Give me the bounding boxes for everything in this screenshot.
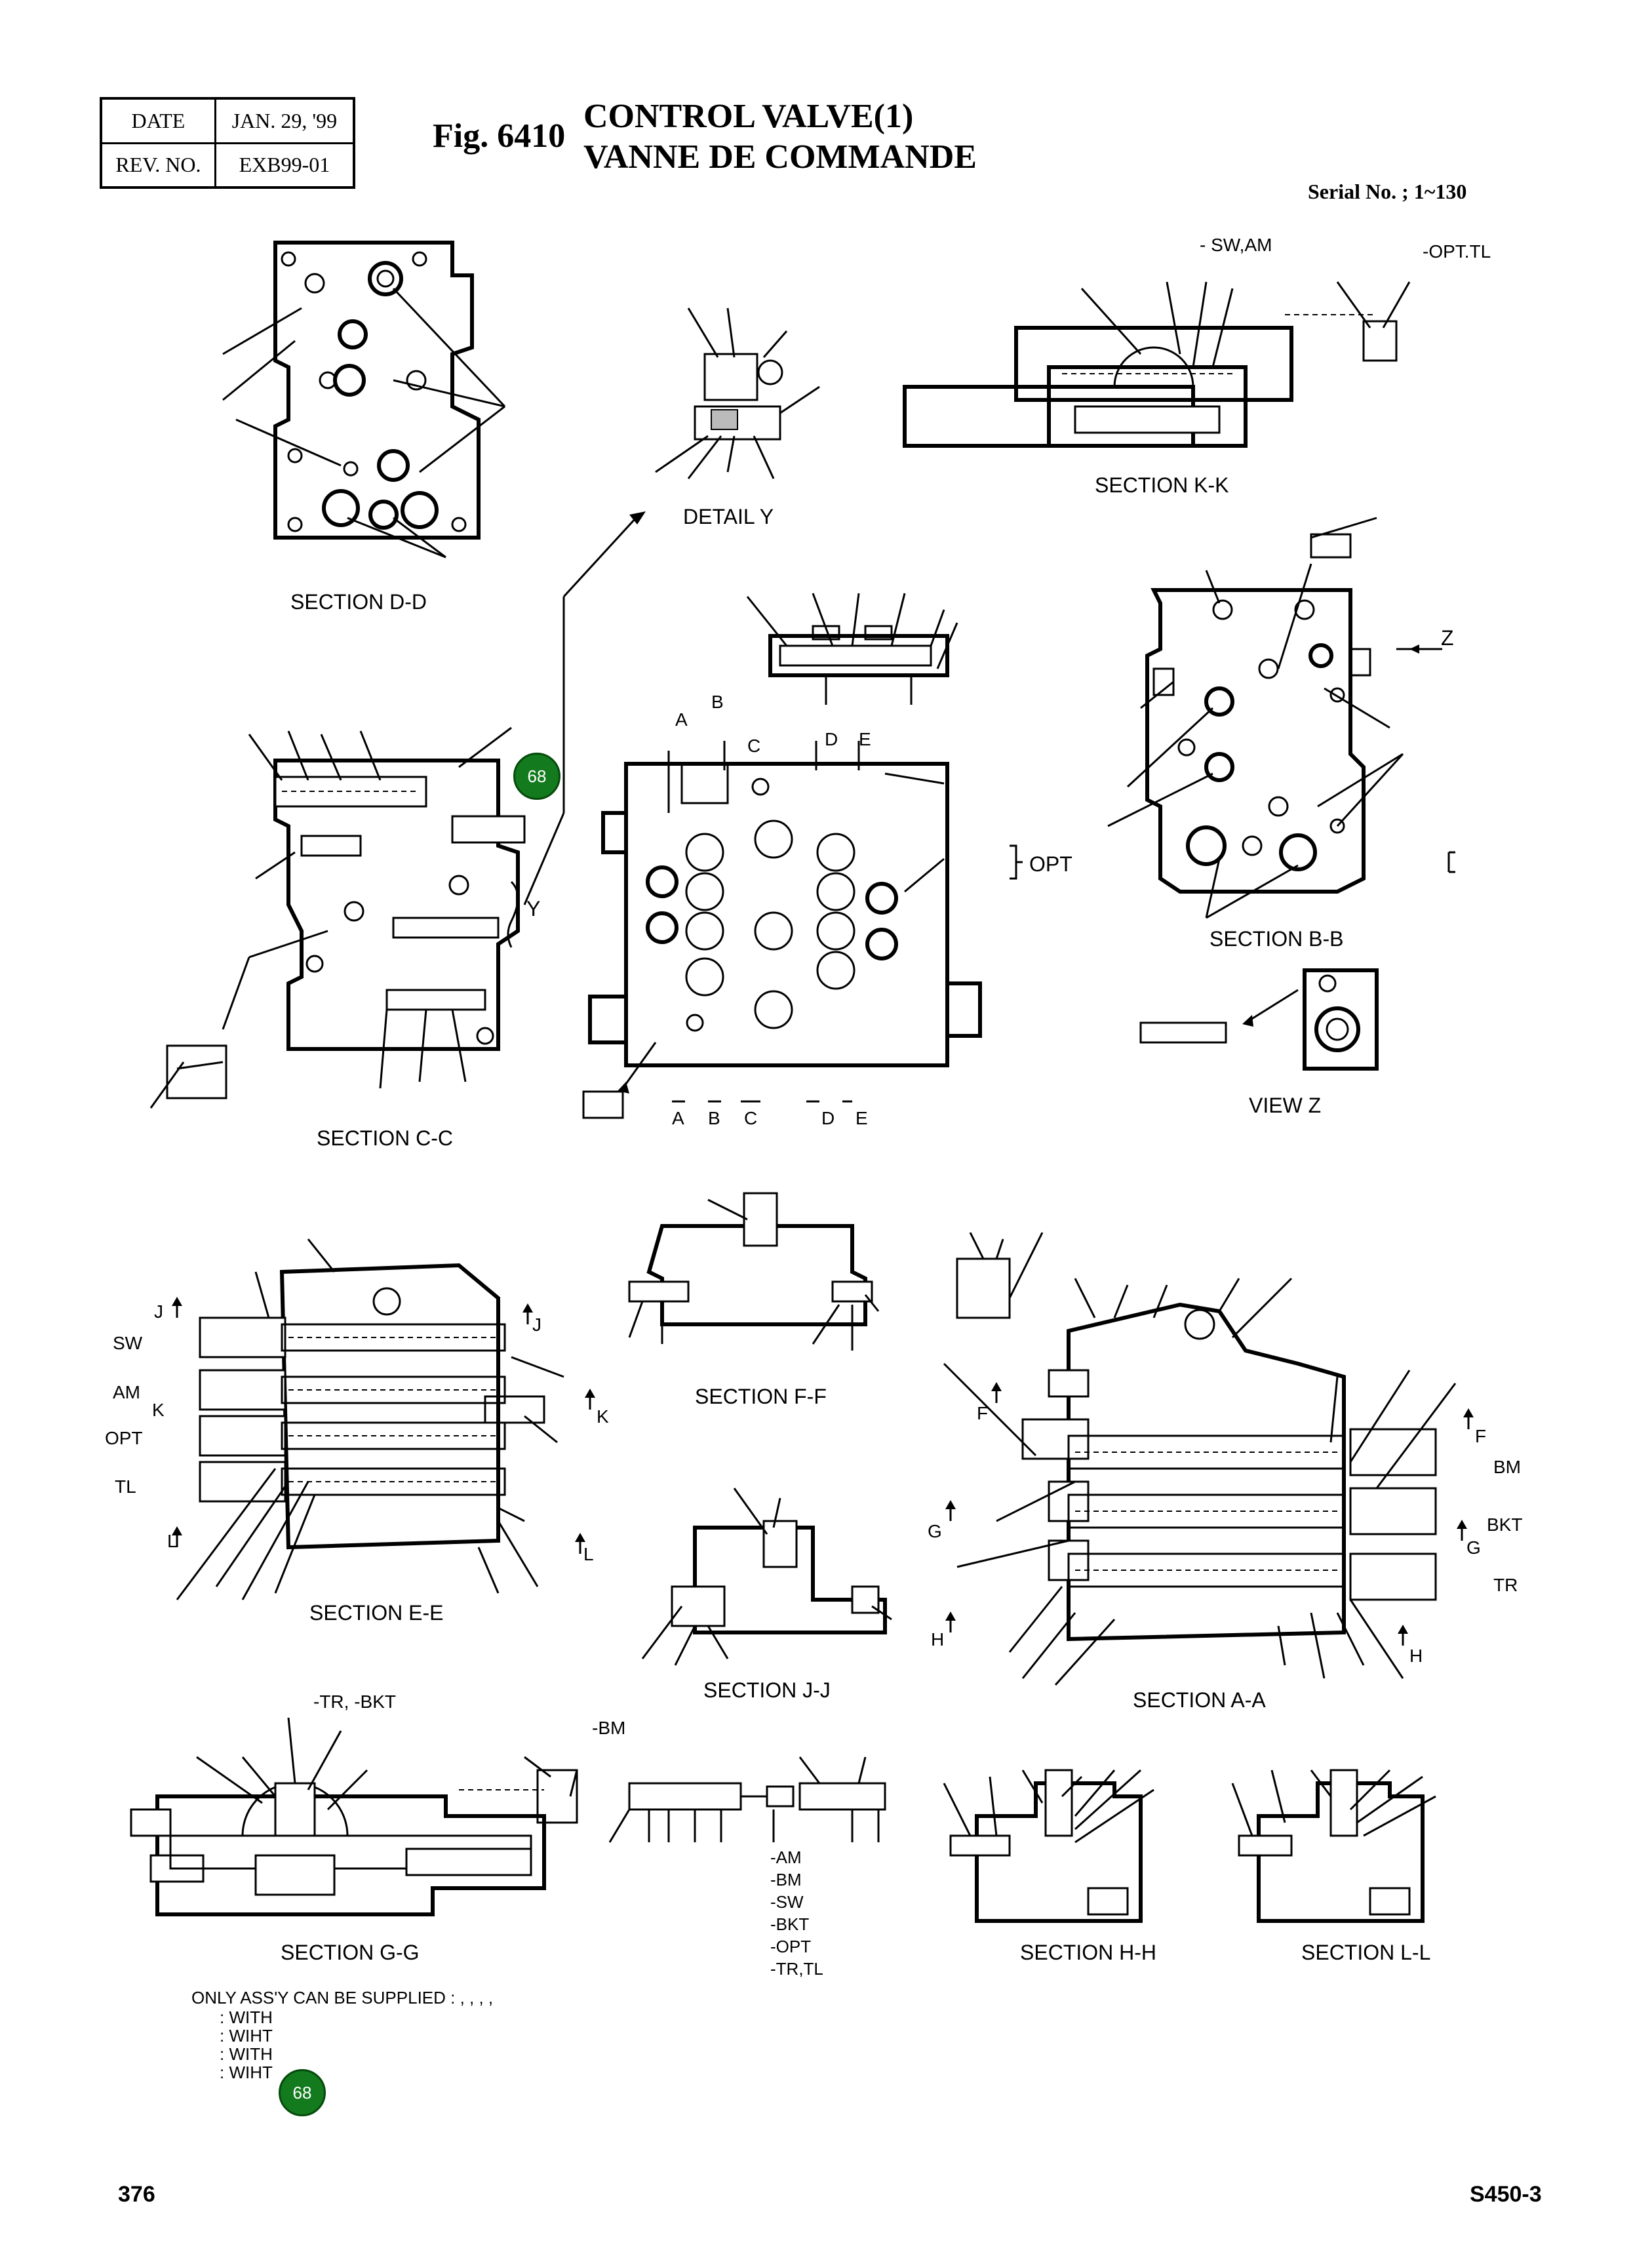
- section-hh-label: SECTION H-H: [1020, 1941, 1156, 1964]
- section-ff-drawing: [628, 1192, 880, 1351]
- z-marker: Z: [1441, 626, 1454, 650]
- section-dd-drawing: [222, 241, 506, 559]
- g-arrow-left: G: [928, 1521, 942, 1541]
- section-dd-label: SECTION D-D: [290, 590, 427, 614]
- k-arrow-right: K: [597, 1406, 609, 1427]
- detail-y-drawing: [655, 307, 820, 479]
- opt-spool-label: OPT: [105, 1428, 143, 1448]
- section-ee-drawing: [176, 1238, 564, 1600]
- variant-bm: -BM: [770, 1870, 802, 1889]
- cut-d-top: D: [825, 729, 838, 749]
- section-kk-label: SECTION K-K: [1095, 473, 1229, 497]
- cut-a-top: A: [675, 709, 688, 730]
- section-jj-label: SECTION J-J: [703, 1678, 831, 1702]
- cut-b-top: B: [711, 692, 724, 712]
- main-valve-body-drawing: [582, 741, 1023, 1119]
- figure-title-en: CONTROL VALVE(1): [583, 98, 914, 135]
- revision-table: DATE JAN. 29, '99 REV. NO. EXB99-01: [100, 97, 355, 189]
- cartridge-assembly-drawing: [608, 1756, 886, 1843]
- section-gg-label: SECTION G-G: [281, 1941, 420, 1964]
- cut-b-bottom: B: [708, 1108, 720, 1128]
- with-note-4: : WIHT: [220, 2063, 273, 2082]
- k-arrow-left: K: [152, 1400, 165, 1420]
- g-arrow-right: G: [1466, 1537, 1481, 1558]
- section-kk-drawing: [903, 281, 1411, 448]
- bm-spool-label: BM: [1493, 1457, 1521, 1477]
- variant-bkt: -BKT: [770, 1914, 810, 1934]
- cut-c-top: C: [747, 736, 761, 756]
- cut-a-bottom: A: [672, 1108, 684, 1128]
- section-gg-drawing: [130, 1717, 578, 1916]
- opt-tl-label: -OPT.TL: [1423, 241, 1491, 262]
- h-arrow-right: H: [1409, 1646, 1423, 1666]
- view-z-drawing: [1139, 968, 1379, 1071]
- tr-spool-label: TR: [1493, 1575, 1518, 1595]
- section-bb-drawing: [1107, 517, 1442, 919]
- h-arrow-left: H: [931, 1629, 945, 1650]
- l-arrow-left: L: [167, 1531, 178, 1551]
- section-jj-drawing: [641, 1488, 892, 1666]
- model-number: S450-3: [1470, 2182, 1542, 2207]
- callout-badge-top: 68: [513, 753, 560, 800]
- cut-d-bottom: D: [821, 1108, 835, 1128]
- opt-bracket-label: OPT: [1029, 852, 1072, 876]
- y-marker: Y: [526, 897, 541, 920]
- l-arrow-right: L: [583, 1544, 594, 1564]
- am-spool-label: AM: [113, 1382, 140, 1402]
- top-block-drawing: [746, 593, 958, 705]
- section-ll-label: SECTION L-L: [1301, 1941, 1431, 1964]
- rev-label: REV. NO.: [100, 142, 216, 189]
- bm-dash-label: -BM: [592, 1718, 626, 1738]
- section-ee-label: SECTION E-E: [309, 1601, 444, 1625]
- j-arrow-left: J: [154, 1301, 163, 1322]
- page-number: 376: [118, 2182, 155, 2207]
- section-ll-drawing: [1231, 1769, 1436, 1923]
- cut-c-bottom: C: [744, 1108, 758, 1128]
- section-hh-drawing: [943, 1769, 1154, 1923]
- with-note-1: : WITH: [220, 2007, 273, 2027]
- tl-spool-label: TL: [115, 1476, 136, 1497]
- callout-badge-bottom: 68: [279, 2069, 326, 2116]
- variant-opt: -OPT: [770, 1937, 812, 1956]
- variant-tr-tl: -TR,TL: [770, 1959, 823, 1979]
- with-note-3: : WITH: [220, 2044, 273, 2064]
- f-arrow-left: F: [977, 1403, 989, 1423]
- section-aa-drawing: [943, 1232, 1457, 1686]
- date-value: JAN. 29, '99: [214, 97, 355, 144]
- with-note-2: : WIHT: [220, 2026, 273, 2046]
- section-cc-label: SECTION C-C: [317, 1126, 453, 1150]
- variant-sw: -SW: [770, 1892, 804, 1912]
- assy-note: ONLY ASS'Y CAN BE SUPPLIED : , , , ,: [191, 1988, 494, 2007]
- section-bb-label: SECTION B-B: [1210, 927, 1344, 951]
- variant-am: -AM: [770, 1848, 802, 1867]
- f-arrow-right: F: [1475, 1426, 1487, 1446]
- cut-e-top: E: [859, 729, 871, 749]
- bkt-spool-label: BKT: [1487, 1514, 1523, 1535]
- sw-spool-label: SW: [113, 1333, 143, 1353]
- j-arrow-right: J: [532, 1315, 541, 1335]
- section-aa-label: SECTION A-A: [1133, 1688, 1266, 1712]
- tr-bkt-label: -TR, -BKT: [313, 1691, 396, 1712]
- cut-e-bottom: E: [856, 1108, 868, 1128]
- rev-value: EXB99-01: [214, 142, 355, 189]
- date-label: DATE: [100, 97, 216, 144]
- figure-title-fr: VANNE DE COMMANDE: [583, 138, 977, 176]
- section-cc-drawing: [149, 511, 646, 1109]
- section-ff-label: SECTION F-F: [695, 1385, 827, 1408]
- detail-y-label: DETAIL Y: [683, 505, 774, 528]
- section-arrows: [172, 851, 1474, 1646]
- serial-range: Serial No. ; 1~130: [1308, 180, 1467, 203]
- sw-am-label: - SW,AM: [1200, 235, 1272, 255]
- view-z-label: VIEW Z: [1249, 1094, 1322, 1117]
- figure-number: Fig. 6410: [433, 117, 566, 155]
